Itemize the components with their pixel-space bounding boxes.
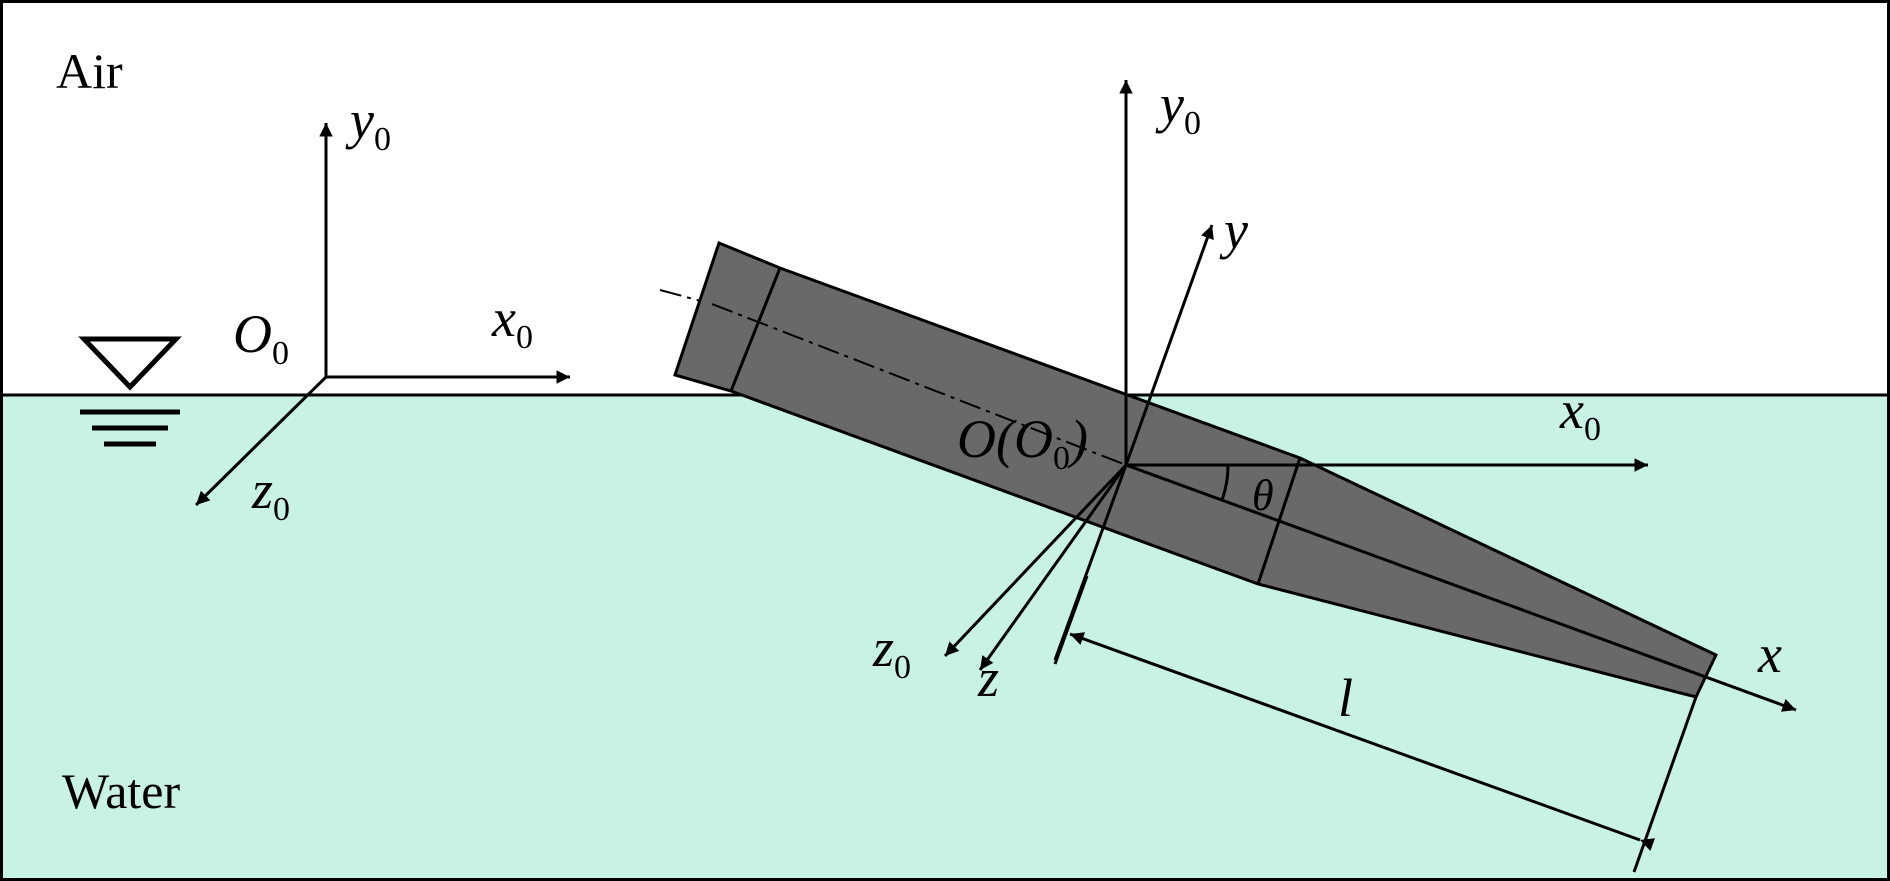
z0-label-left: z0 [251,460,290,528]
air-label: Air [56,43,123,99]
y-axis [1124,224,1214,466]
length-dimension [1053,575,1698,873]
y0-label-left: y0 [345,90,391,158]
x-axis [1125,463,1797,712]
z0-axis [194,375,328,507]
y0-label-right: y0 [1155,74,1201,142]
y-label: y [1219,200,1248,260]
origin-o-label: O(O0) [957,409,1088,477]
z-label: z [977,648,999,708]
water-level-icon [78,336,182,447]
z0-axis-right [943,463,1128,658]
body-section-line-1 [729,267,782,392]
x-label: x [1757,624,1782,684]
water-label: Water [62,763,180,819]
body-frame [943,80,1797,712]
dim-extension-1 [1053,575,1089,665]
x0-label-left: x0 [491,288,533,356]
dim-line [1069,632,1655,851]
z-axis [978,464,1128,671]
body-centerline [711,303,1127,466]
theta-angle-arc [1220,464,1230,501]
x0-label-right: x0 [1559,380,1601,448]
origin-o0-label: O0 [233,304,289,372]
theta-label: θ [1252,471,1274,520]
length-label: l [1338,668,1353,728]
inertial-frame [194,123,570,507]
z0-label-right: z0 [872,618,911,686]
